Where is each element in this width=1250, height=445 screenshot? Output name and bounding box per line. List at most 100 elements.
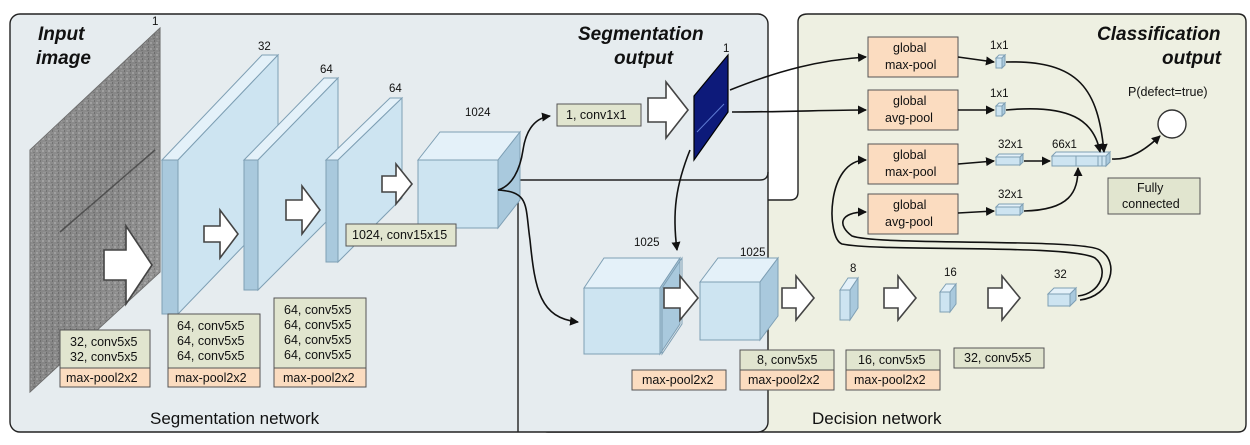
conv-label: 16, conv5x5 <box>858 353 925 367</box>
segmentation-output-title-line1: Segmentation <box>578 24 704 45</box>
classification-output-title-line1: Classification <box>1097 24 1221 45</box>
gmax2-vector <box>994 152 1025 167</box>
dec-block-1 <box>583 256 683 356</box>
seg-block2-labels: 64, conv5x5 64, conv5x5 64, conv5x5 max-… <box>167 313 261 388</box>
seg-block-2-dim: 64 <box>320 64 333 76</box>
seg-block-4 <box>416 130 522 230</box>
flow-arrow <box>647 79 690 141</box>
seg-block-3-dim: 64 <box>389 83 402 95</box>
connector-arrow <box>831 155 1103 297</box>
seg-block-4-dim: 1024 <box>465 107 491 119</box>
global-max-pool-2: global max-pool <box>867 143 959 185</box>
conv-label: 64, conv5x5 <box>284 333 351 347</box>
connector-arrow <box>957 56 995 66</box>
global-avg-pool-2: global avg-pool <box>867 193 959 235</box>
dec-block-5-dim: 32 <box>1054 269 1067 281</box>
dec-block-1-dim: 1025 <box>634 237 660 249</box>
concat-vector <box>1050 150 1112 168</box>
dec-block-2 <box>699 256 779 342</box>
svg-text:1, conv1x1: 1, conv1x1 <box>566 108 627 122</box>
conv-label: 32, conv5x5 <box>964 351 1031 365</box>
flow-arrow <box>883 273 918 323</box>
conv-label: 8, conv5x5 <box>757 353 818 367</box>
gavg2-dim: 32x1 <box>998 189 1023 201</box>
conv-label: 32, conv5x5 <box>70 335 137 349</box>
flow-arrow <box>663 273 700 323</box>
fully-connected-box: Fully connected <box>1107 177 1201 215</box>
dec-block-3 <box>839 276 859 322</box>
connector-arrow <box>1111 135 1161 160</box>
pool-label: max-pool2x2 <box>854 373 926 387</box>
seg-conv1x1-label: 1, conv1x1 <box>556 103 642 127</box>
svg-text:global: global <box>893 198 926 212</box>
connector-arrow <box>1005 108 1103 153</box>
svg-text:max-pool: max-pool <box>885 58 936 72</box>
seg-block-1-dim: 32 <box>258 41 271 53</box>
svg-text:global: global <box>893 41 926 55</box>
flow-arrow <box>103 223 153 307</box>
connector-arrow <box>729 53 867 91</box>
conv-label: 64, conv5x5 <box>177 349 244 363</box>
seg-block-2 <box>242 76 340 292</box>
svg-text:1024, conv15x15: 1024, conv15x15 <box>352 228 447 242</box>
svg-text:Fully: Fully <box>1137 181 1164 195</box>
flow-arrow <box>987 273 1022 323</box>
dec-block-2-dim: 1025 <box>740 247 766 259</box>
dec-block-5 <box>1046 286 1078 308</box>
seg-block-1 <box>160 53 280 316</box>
svg-text:global: global <box>893 148 926 162</box>
dec-block-3-dim: 8 <box>850 263 856 275</box>
connector-arrow <box>497 112 551 191</box>
pool-label: max-pool2x2 <box>66 371 138 385</box>
gmax1-vector <box>994 53 1007 70</box>
dec-block2-labels: 8, conv5x5 max-pool2x2 <box>739 349 835 391</box>
conv-label: 64, conv5x5 <box>284 318 351 332</box>
dec-block3-labels: 16, conv5x5 max-pool2x2 <box>845 349 941 391</box>
input-title-line1: Input <box>38 24 85 45</box>
connector-arrow <box>957 206 995 216</box>
concat-dim: 66x1 <box>1052 139 1077 151</box>
global-avg-pool-1: global avg-pool <box>867 89 959 131</box>
connector-arrow <box>842 207 1112 301</box>
input-dim-label: 1 <box>152 16 158 28</box>
flow-arrow <box>381 161 414 207</box>
pool-label: max-pool2x2 <box>283 371 355 385</box>
decision-network-label: Decision network <box>812 409 942 428</box>
input-title-line2: image <box>36 48 91 69</box>
conv-label: 64, conv5x5 <box>177 319 244 333</box>
pool-label: max-pool2x2 <box>642 373 714 387</box>
gavg2-vector <box>994 202 1025 217</box>
flow-arrow <box>781 273 816 323</box>
svg-text:avg-pool: avg-pool <box>885 215 933 229</box>
dec-block-4-dim: 16 <box>944 267 957 279</box>
segmentation-output-title-line2: output <box>614 48 674 69</box>
flow-arrow <box>285 183 321 237</box>
conv-label: 32, conv5x5 <box>70 350 137 364</box>
segmentation-network-label: Segmentation network <box>150 409 320 428</box>
seg-block3-labels: 64, conv5x5 64, conv5x5 64, conv5x5 64, … <box>273 297 367 388</box>
connector-arrow <box>731 105 867 115</box>
dec-block1-labels: max-pool2x2 <box>631 369 727 391</box>
seg-output-dim: 1 <box>723 43 729 55</box>
gmax2-dim: 32x1 <box>998 139 1023 151</box>
connector-arrow <box>671 149 691 251</box>
svg-text:max-pool: max-pool <box>885 165 936 179</box>
seg-block1-labels: 32, conv5x5 32, conv5x5 max-pool2x2 <box>59 329 151 388</box>
conv-label: 64, conv5x5 <box>177 334 244 348</box>
dec-flow-arrows <box>663 273 1022 323</box>
seg-conv15-label: 1024, conv15x15 <box>345 223 457 247</box>
connector-arrow <box>1005 61 1108 153</box>
gavg1-vector <box>994 101 1007 118</box>
seg-flow-arrows <box>103 79 690 307</box>
connector-arrow <box>1023 167 1083 212</box>
connector-arrow <box>497 189 579 326</box>
connector-arrow <box>957 157 995 167</box>
output-node <box>1157 109 1187 139</box>
conv-label: 64, conv5x5 <box>284 348 351 362</box>
pool-label: max-pool2x2 <box>748 373 820 387</box>
svg-text:avg-pool: avg-pool <box>885 111 933 125</box>
global-max-pool-1: global max-pool <box>867 36 959 78</box>
conv-label: 64, conv5x5 <box>284 303 351 317</box>
